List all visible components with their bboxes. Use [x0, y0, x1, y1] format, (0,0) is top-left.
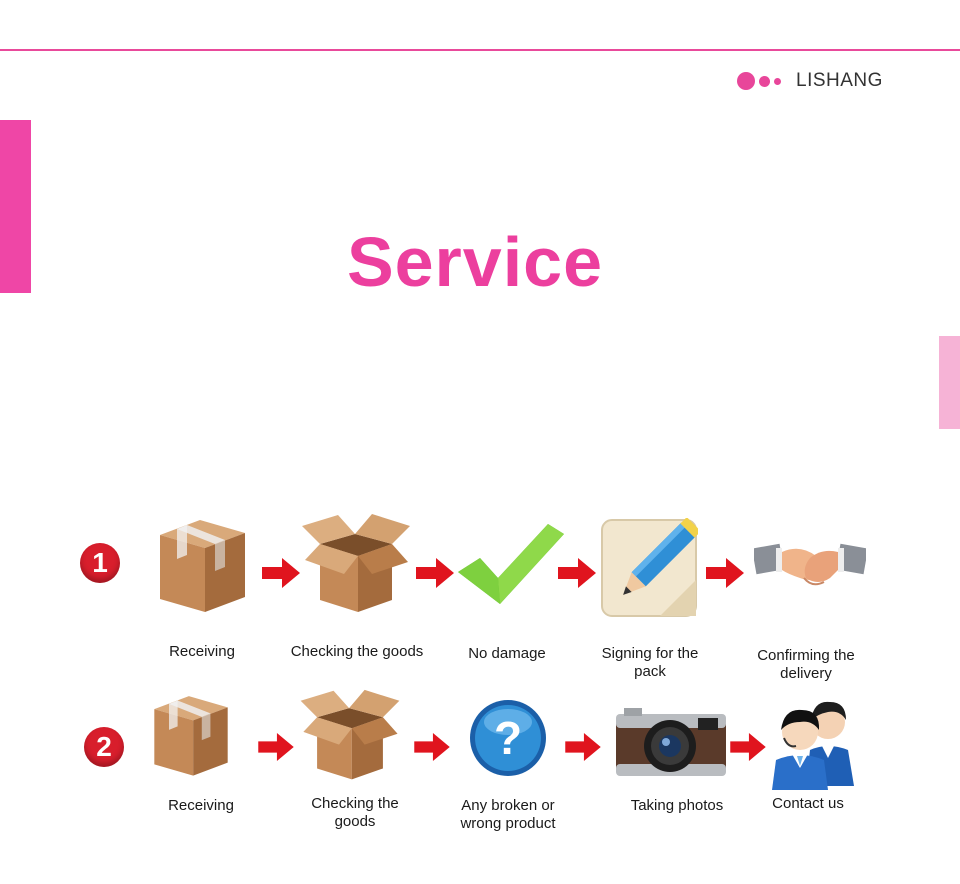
step-label: Receiving	[168, 797, 234, 814]
step-label: Confirming the delivery	[757, 647, 855, 682]
step-label: Checking the goods	[290, 643, 424, 660]
decor-bar-left	[0, 120, 31, 293]
camera-icon	[614, 708, 728, 778]
arrow-right-icon	[565, 733, 601, 761]
step-label: Any broken or wrong product	[460, 797, 556, 832]
arrow-right-icon	[558, 558, 596, 588]
arrow-right-icon	[706, 558, 744, 588]
step-number-badge-2: 2	[84, 727, 124, 767]
step-number-badge-1: 1	[80, 543, 120, 583]
checkmark-icon	[458, 522, 566, 606]
arrow-right-icon	[258, 733, 294, 761]
arrow-right-icon	[262, 558, 300, 588]
sealed-box-icon	[150, 690, 232, 780]
step-label: No damage	[468, 645, 546, 662]
arrow-right-icon	[414, 733, 450, 761]
logo-dot-medium	[759, 75, 770, 87]
step-label: Checking the goods	[311, 795, 399, 830]
question-icon: ?	[468, 698, 548, 778]
logo-dot-large	[737, 72, 755, 90]
decor-bar-right	[939, 336, 960, 429]
handshake-icon	[754, 538, 866, 598]
step-label: Receiving	[169, 643, 235, 660]
arrow-right-icon	[416, 558, 454, 588]
step-label: Signing for the pack	[601, 645, 699, 680]
pencil-paper-icon	[600, 518, 698, 618]
top-divider	[0, 49, 960, 51]
step-label: Contact us	[772, 795, 844, 812]
logo-dot-small	[774, 77, 781, 85]
brand-logo: LISHANG	[737, 66, 883, 96]
open-box-icon	[300, 512, 412, 617]
step-label: Taking photos	[630, 797, 724, 814]
arrow-right-icon	[730, 733, 766, 761]
svg-text:?: ?	[494, 712, 522, 764]
brand-name: LISHANG	[796, 70, 883, 91]
page-title: Service	[346, 223, 604, 301]
support-agents-icon	[766, 694, 862, 790]
open-box-icon	[298, 688, 402, 784]
sealed-box-icon	[155, 515, 250, 615]
